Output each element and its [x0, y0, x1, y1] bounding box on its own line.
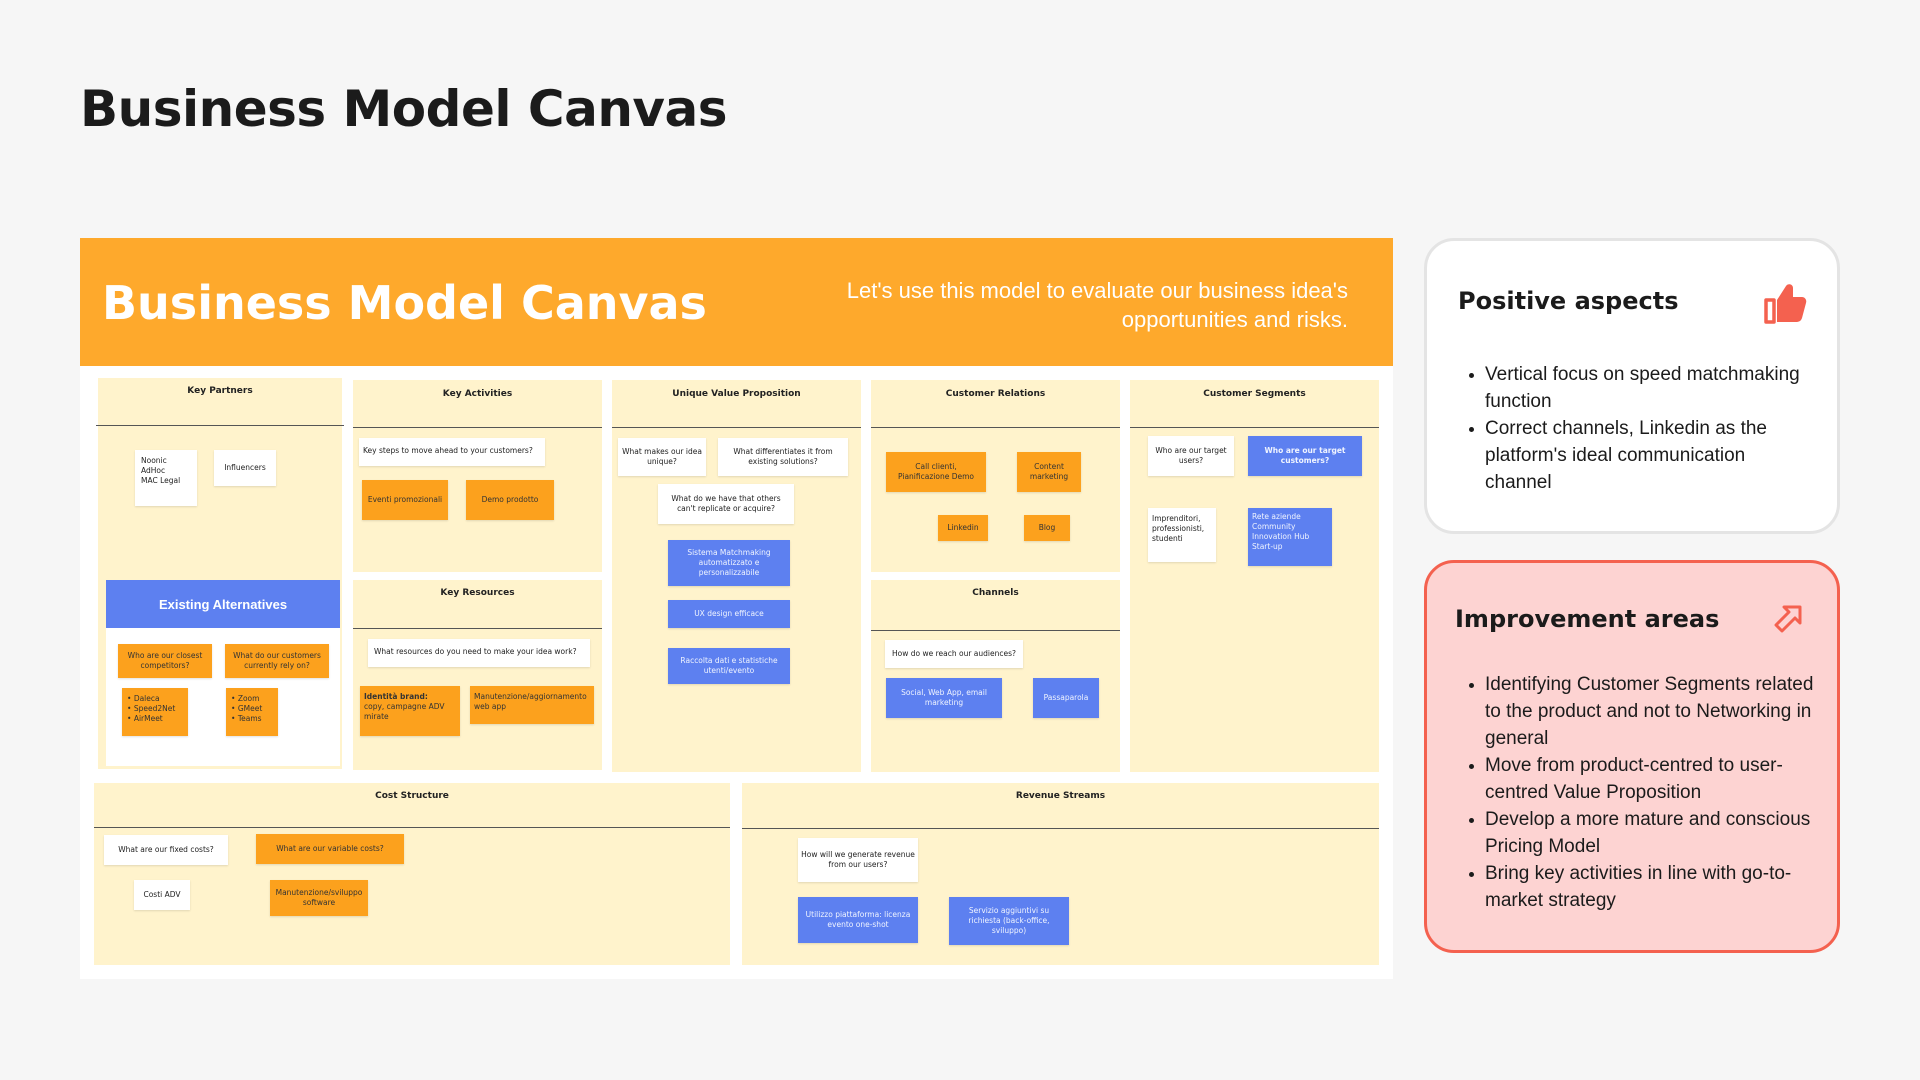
customer-segments-title: Customer Segments [1203, 389, 1306, 399]
note-rete-aziende: Rete aziende Community Innovation Hub St… [1248, 508, 1332, 566]
note-demo-prodotto: Demo prodotto [466, 480, 554, 520]
note-content-marketing: Content marketing [1017, 452, 1081, 492]
key-activities-title: Key Activities [442, 389, 513, 399]
channels-title: Channels [972, 588, 1019, 598]
existing-alternatives-header: Existing Alternatives [106, 580, 340, 628]
divider [742, 828, 1379, 829]
list-item: Correct channels, Linkedin as the platfo… [1467, 415, 1817, 496]
note-ux-design: UX design efficace [668, 600, 790, 628]
revenue-streams-title: Revenue Streams [1015, 791, 1106, 801]
note-alternatives-list: Zoom GMeet Teams [226, 688, 278, 736]
note-channels-question: How do we reach our audiences? [885, 640, 1023, 668]
page-title: Business Model Canvas [80, 80, 728, 138]
improvement-areas-list: Identifying Customer Segments related to… [1467, 671, 1817, 914]
note-identita-brand-text: copy, campagne ADV mirate [364, 702, 445, 721]
divider [871, 630, 1120, 631]
canvas-subtitle: Let's use this model to evaluate our bus… [846, 278, 1348, 332]
note-competitors-question: Who are our closest competitors? [118, 644, 212, 678]
key-resources-title: Key Resources [440, 588, 515, 598]
note-target-customers: Who are our target customers? [1248, 436, 1362, 476]
list-item: Identifying Customer Segments related to… [1467, 671, 1817, 752]
positive-aspects-title: Positive aspects [1458, 287, 1679, 315]
list-item: Zoom [231, 694, 262, 704]
note-eventi-promozionali: Eventi promozionali [362, 480, 448, 520]
list-item: Speed2Net [127, 704, 175, 714]
improvement-areas-card: Improvement areas Identifying Customer S… [1424, 560, 1840, 953]
note-customers-rely-question: What do our customers currently rely on? [225, 644, 329, 678]
channels-block: Channels [871, 580, 1120, 772]
improvement-areas-title: Improvement areas [1455, 605, 1720, 633]
key-activities-block: Key Activities [353, 380, 602, 572]
note-influencers: Influencers [214, 450, 276, 486]
note-call-clienti: Call clienti, Pianificazione Demo [886, 452, 986, 492]
note-linkedin: Linkedin [938, 515, 988, 541]
note-manutenzione-software: Manutenzione/sviluppo software [270, 880, 368, 916]
business-model-canvas: Business Model Canvas Let's use this mod… [80, 238, 1393, 979]
note-servizio-aggiuntivi: Servizio aggiuntivi su richiesta (back-o… [949, 897, 1069, 945]
note-variable-costs: What are our variable costs? [256, 834, 404, 864]
note-partners: Noonic AdHoc MAC Legal [135, 450, 197, 506]
note-manutenzione-webapp: Manutenzione/aggiornamento web app [470, 686, 594, 724]
thumbs-up-icon [1762, 279, 1810, 332]
divider [1130, 427, 1379, 428]
cost-structure-block: Cost Structure [94, 783, 730, 965]
list-item: Move from product-centred to user-centre… [1467, 752, 1817, 806]
note-uvp-q3: What do we have that others can't replic… [658, 484, 794, 524]
note-blog: Blog [1024, 515, 1070, 541]
uvp-title: Unique Value Proposition [672, 389, 801, 399]
note-social-webapp: Social, Web App, email marketing [886, 678, 1002, 718]
note-revenue-question: How will we generate revenue from our us… [798, 838, 918, 882]
note-competitors-list: Daleca Speed2Net AirMeet [122, 688, 188, 736]
divider [871, 427, 1120, 428]
divider [94, 827, 730, 828]
canvas-header: Business Model Canvas Let's use this mod… [80, 238, 1393, 366]
cost-structure-title: Cost Structure [375, 791, 449, 801]
list-item: Develop a more mature and conscious Pric… [1467, 806, 1817, 860]
list-item: AirMeet [127, 714, 175, 724]
positive-aspects-card: Positive aspects Vertical focus on speed… [1424, 238, 1840, 534]
note-matchmaking: Sistema Matchmaking automatizzato e pers… [668, 540, 790, 586]
list-item: GMeet [231, 704, 262, 714]
list-item: Teams [231, 714, 262, 724]
note-uvp-q1: What makes our idea unique? [618, 438, 706, 476]
note-key-steps-question: Key steps to move ahead to your customer… [359, 438, 545, 466]
note-passaparola: Passaparola [1033, 678, 1099, 718]
note-resources-question: What resources do you need to make your … [368, 639, 590, 667]
divider [353, 427, 602, 428]
list-item: Vertical focus on speed matchmaking func… [1467, 361, 1817, 415]
list-item: Bring key activities in line with go-to-… [1467, 860, 1817, 914]
key-resources-block: Key Resources [353, 580, 602, 770]
note-identita-brand: Identità brand:copy, campagne ADV mirate [360, 686, 460, 736]
note-fixed-costs: What are our fixed costs? [104, 835, 228, 865]
note-identita-brand-title: Identità brand: [364, 692, 428, 701]
divider [353, 628, 602, 629]
note-uvp-q2: What differentiates it from existing sol… [718, 438, 848, 476]
arrow-up-right-icon [1770, 601, 1806, 642]
positive-aspects-list: Vertical focus on speed matchmaking func… [1467, 361, 1817, 496]
note-costi-adv: Costi ADV [134, 880, 190, 910]
note-utilizzo-piattaforma: Utilizzo piattaforma: licenza evento one… [798, 897, 918, 943]
note-imprenditori: Imprenditori, professionisti, studenti [1148, 508, 1216, 562]
canvas-title: Business Model Canvas [102, 276, 707, 330]
divider [96, 425, 344, 426]
key-partners-title: Key Partners [187, 386, 253, 396]
list-item: Daleca [127, 694, 175, 704]
note-target-users: Who are our target users? [1148, 436, 1234, 476]
note-raccolta-dati: Raccolta dati e statistiche utenti/event… [668, 648, 790, 684]
customer-relations-title: Customer Relations [945, 389, 1046, 399]
divider [612, 427, 861, 428]
